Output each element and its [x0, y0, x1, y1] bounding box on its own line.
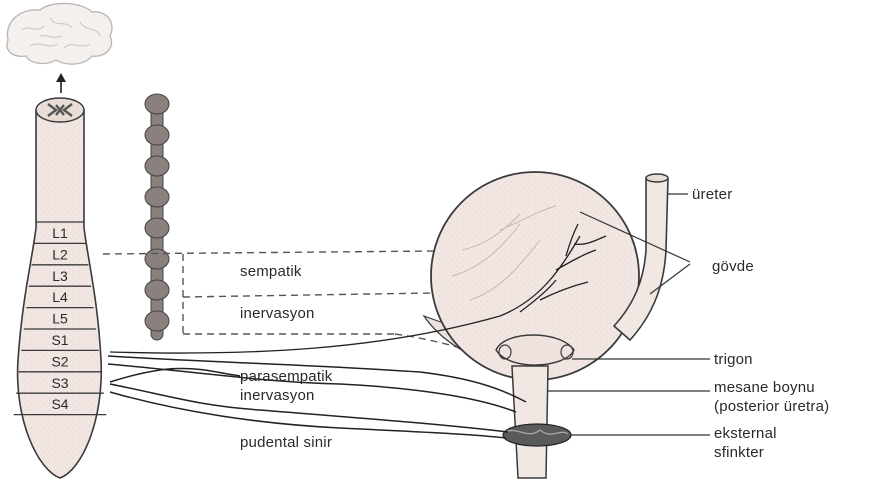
ganglion: [145, 311, 169, 331]
brain-icon: [7, 3, 112, 64]
parasympathetic-label: parasempatik: [240, 368, 332, 385]
segment-label-l4: L4: [52, 289, 68, 305]
ganglion: [145, 94, 169, 114]
pudendal-nerve-label: pudental sinir: [240, 434, 332, 451]
ganglion: [145, 218, 169, 238]
bladder-neck-label: mesane boynu: [714, 379, 815, 396]
segment-label-l5: L5: [52, 311, 68, 327]
segment-label-l3: L3: [52, 268, 68, 284]
spinal-cord: [18, 98, 102, 478]
ganglion: [145, 249, 169, 269]
posterior-urethra-label: (posterior üretra): [714, 398, 829, 415]
segment-label-s2: S2: [51, 353, 68, 369]
trigone-label: trigon: [714, 351, 753, 368]
bladder-body-label: gövde: [712, 258, 754, 275]
ganglion: [145, 156, 169, 176]
segment-label-l1: L1: [52, 225, 68, 241]
sympathetic-label: sempatik: [240, 263, 302, 280]
external-label: eksternal: [714, 425, 777, 442]
ganglion: [145, 187, 169, 207]
ascending-arrow: [56, 73, 66, 93]
ureter-label: üreter: [692, 186, 732, 203]
segment-label-s1: S1: [51, 332, 68, 348]
sphincter-label: sfinkter: [714, 444, 764, 461]
segment-label-l2: L2: [52, 246, 68, 262]
segment-label-s4: S4: [51, 396, 68, 412]
segment-label-s3: S3: [51, 375, 68, 391]
ganglion: [145, 280, 169, 300]
sympathetic-chain: [145, 94, 169, 340]
sympathetic-innervation-label: inervasyon: [240, 305, 315, 322]
parasympathetic-innervation-label: inervasyon: [240, 387, 315, 404]
bladder: [424, 172, 668, 478]
ganglion: [145, 125, 169, 145]
